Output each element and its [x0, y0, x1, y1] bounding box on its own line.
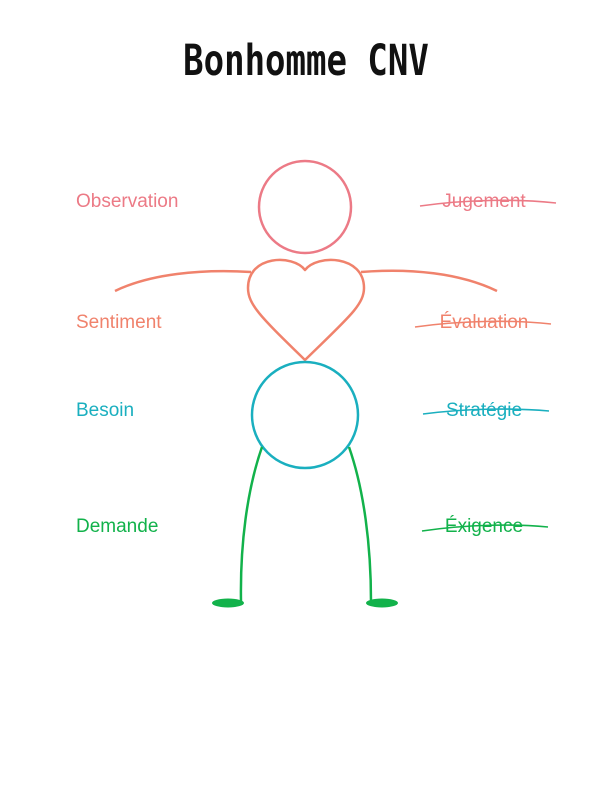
label-strategie: Stratégie — [445, 400, 523, 421]
heart-shape — [246, 258, 366, 362]
label-demande: Demande — [76, 516, 159, 537]
exigence-strike — [421, 524, 549, 532]
right-leg — [347, 446, 373, 603]
label-sentiment: Sentiment — [76, 312, 162, 333]
label-exigence: Éxigence — [444, 516, 524, 537]
head-circle — [257, 159, 353, 255]
left-arm — [114, 269, 252, 293]
label-observation: Observation — [76, 191, 179, 212]
label-jugement: Jugement — [442, 191, 526, 212]
page-title: Bonhomme CNV — [183, 36, 429, 86]
right-foot — [366, 598, 398, 608]
belly-circle — [250, 360, 360, 470]
label-evaluation: Évaluation — [439, 312, 529, 333]
strategie-strike — [422, 408, 550, 415]
left-leg — [239, 446, 264, 603]
label-besoin: Besoin — [76, 400, 135, 421]
evaluation-strike — [414, 320, 552, 328]
left-foot — [212, 598, 244, 608]
right-arm — [360, 269, 498, 293]
jugement-strike — [419, 199, 557, 207]
